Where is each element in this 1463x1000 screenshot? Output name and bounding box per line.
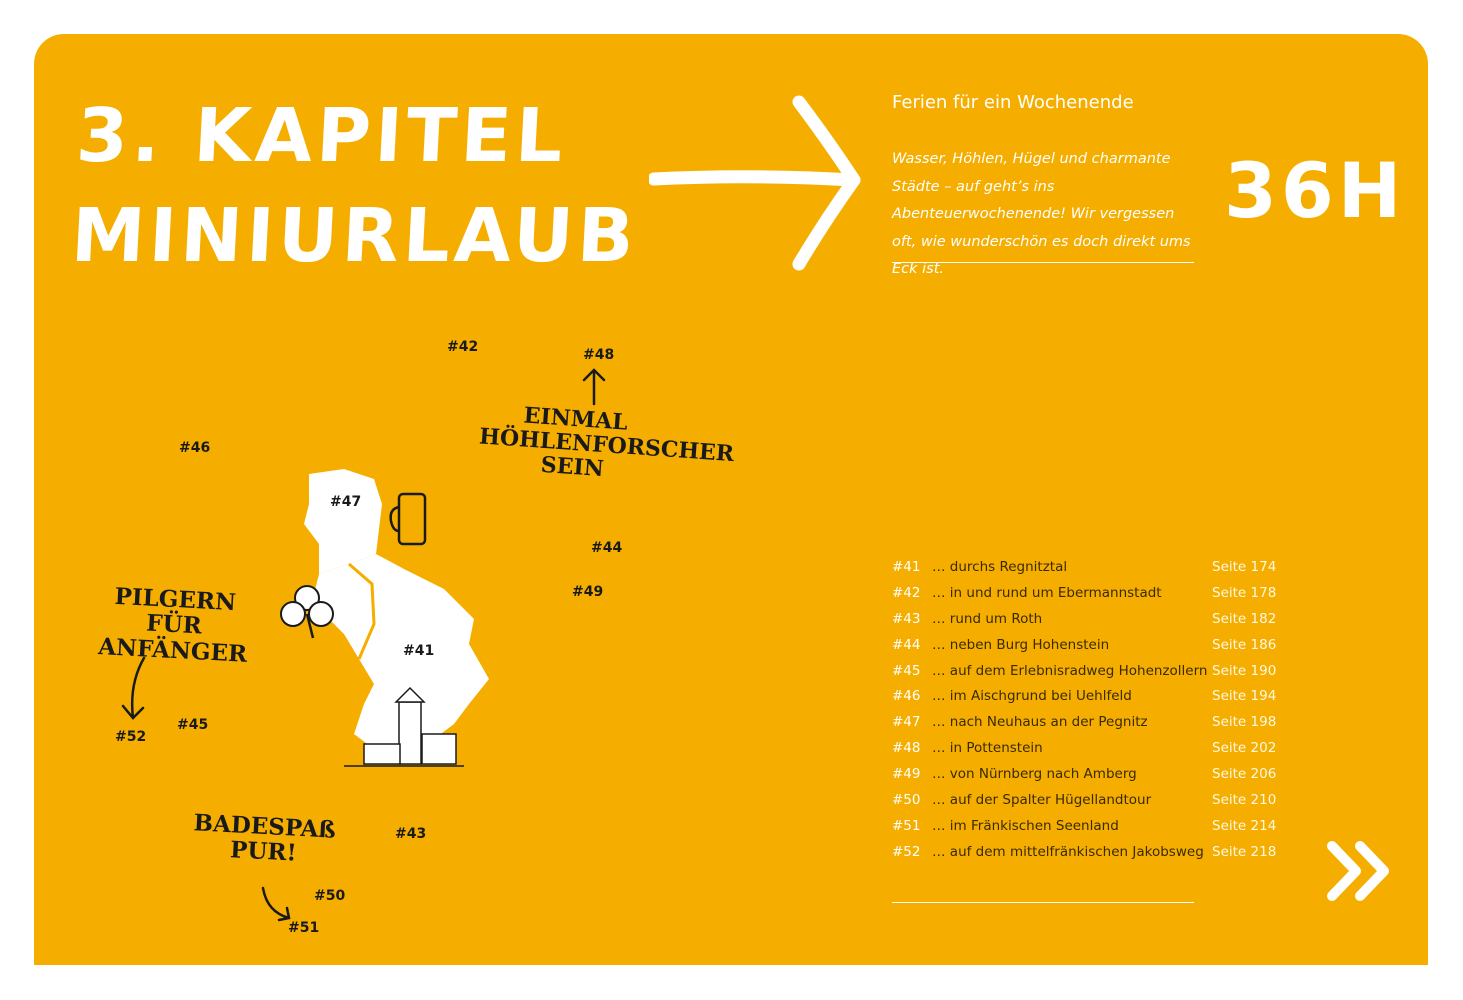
toc-row[interactable]: #52 … auf dem mittelfränkischen Jakobsweg… (892, 839, 1282, 865)
toc-page: Seite 190 (1212, 662, 1277, 679)
toc-num: #44 (892, 636, 921, 653)
toc-num: #48 (892, 740, 921, 757)
arrow-right-icon (649, 95, 861, 271)
toc-num: #46 (892, 688, 921, 705)
chapter-page: 3. KAPITEL MINIURLAUB Ferien für ein Woc… (34, 34, 1428, 965)
arrow-up-icon (582, 368, 606, 406)
label-pilgern: PILGERN FÜR ANFÄNGER (77, 582, 271, 668)
toc-page: Seite 198 (1212, 714, 1277, 731)
toc-text: … auf der Spalter Hügellandtour (932, 791, 1152, 808)
clover-icon (280, 585, 334, 639)
toc-page: Seite 202 (1212, 740, 1277, 757)
map-tag: #47 (330, 494, 362, 510)
toc-row[interactable]: #42 … in und rund um Ebermannstadt Seite 1… (892, 580, 1282, 606)
toc-row[interactable]: #51 … im Fränkischen Seenland Seite 214 (892, 813, 1282, 839)
label-hoehlen: EINMAL HÖHLENFORSCHER SEIN (477, 400, 735, 486)
map-tag: #46 (179, 440, 211, 456)
divider-bottom (892, 902, 1194, 903)
toc-page: Seite 182 (1212, 610, 1277, 627)
toc-page: Seite 178 (1212, 584, 1277, 601)
map-tag: #42 (447, 339, 479, 355)
label-line: FÜR ANFÄNGER (97, 609, 248, 668)
toc-num: #42 (892, 584, 921, 601)
chapter-title-line1: 3. KAPITEL (74, 93, 569, 179)
chapter-intro: Wasser, Höhlen, Hügel und charmante Städ… (892, 151, 1191, 277)
toc-text: … durchs Regnitztal (932, 558, 1068, 575)
toc-text: … in Pottenstein (932, 740, 1043, 757)
map-tag: #48 (583, 347, 615, 363)
toc-text: … rund um Roth (932, 610, 1043, 627)
toc-num: #50 (892, 791, 921, 808)
toc-text: … nach Neuhaus an der Pegnitz (932, 714, 1148, 731)
map-tag: #51 (288, 920, 320, 936)
toc-row[interactable]: #44 … neben Burg Hohenstein Seite 186 (892, 632, 1282, 658)
double-chevron-right-icon[interactable] (1324, 834, 1399, 909)
toc-num: #52 (892, 843, 921, 860)
toc-page: Seite 218 (1212, 843, 1277, 860)
region-47 (304, 469, 382, 574)
toc-row[interactable]: #43 … rund um Roth Seite 182 (892, 606, 1282, 632)
map-tag: #45 (177, 717, 209, 733)
toc-num: #51 (892, 817, 921, 834)
toc-text: … in und rund um Ebermannstadt (932, 584, 1162, 601)
toc-page: Seite 210 (1212, 791, 1277, 808)
toc-num: #49 (892, 766, 921, 783)
toc-num: #47 (892, 714, 921, 731)
divider-top (892, 262, 1194, 263)
region-41 (314, 554, 489, 749)
chapter-title: 3. KAPITEL MINIURLAUB (69, 86, 646, 286)
map-tag: #52 (115, 729, 147, 745)
chapter-subtitle: Ferien für ein Wochenende (892, 92, 1134, 113)
toc-text: … neben Burg Hohenstein (932, 636, 1110, 653)
toc-row[interactable]: #41 … durchs Regnitztal Seite 174 (892, 554, 1282, 580)
duration-label: 36H (1224, 146, 1406, 235)
castle-icon (344, 686, 464, 767)
chapter-title-line2: MINIURLAUB (69, 193, 640, 279)
toc-page: Seite 214 (1212, 817, 1277, 834)
map-tag: #49 (572, 584, 604, 600)
map-tag: #44 (591, 540, 623, 556)
map-tag: #41 (403, 643, 435, 659)
toc-row[interactable]: #46 … im Aischgrund bei Uehlfeld Seite 194 (892, 683, 1282, 709)
toc-row[interactable]: #45 … auf dem Erlebnisradweg Hohenzollern… (892, 658, 1282, 684)
toc-page: Seite 194 (1212, 688, 1277, 705)
toc-row[interactable]: #48 … in Pottenstein Seite 202 (892, 735, 1282, 761)
arrow-down-icon (121, 656, 146, 720)
beer-mug-icon (389, 492, 427, 546)
toc-list: #41 … durchs Regnitztal Seite 174 #42 … in … (892, 554, 1282, 865)
toc-text: … auf dem mittelfränkischen Jakobsweg (932, 843, 1204, 860)
toc-num: #41 (892, 558, 921, 575)
arrow-down-right-icon (261, 886, 291, 922)
toc-num: #43 (892, 610, 921, 627)
toc-page: Seite 174 (1212, 558, 1277, 575)
toc-text: … im Fränkischen Seenland (932, 817, 1119, 834)
toc-text: … im Aischgrund bei Uehlfeld (932, 688, 1132, 705)
toc-page: Seite 206 (1212, 766, 1277, 783)
toc-num: #45 (892, 662, 921, 679)
label-bade: BADESPAß PUR! (183, 809, 345, 869)
toc-text: … von Nürnberg nach Amberg (932, 766, 1137, 783)
toc-row[interactable]: #47 … nach Neuhaus an der Pegnitz Seite 19… (892, 709, 1282, 735)
map-tag: #43 (395, 826, 427, 842)
toc-row[interactable]: #50 … auf der Spalter Hügellandtour Seite … (892, 787, 1282, 813)
map-tag: #50 (314, 888, 346, 904)
toc-row[interactable]: #49 … von Nürnberg nach Amberg Seite 206 (892, 761, 1282, 787)
toc-page: Seite 186 (1212, 636, 1277, 653)
toc-text: … auf dem Erlebnisradweg Hohenzollern (932, 662, 1208, 679)
region-map (304, 469, 489, 749)
